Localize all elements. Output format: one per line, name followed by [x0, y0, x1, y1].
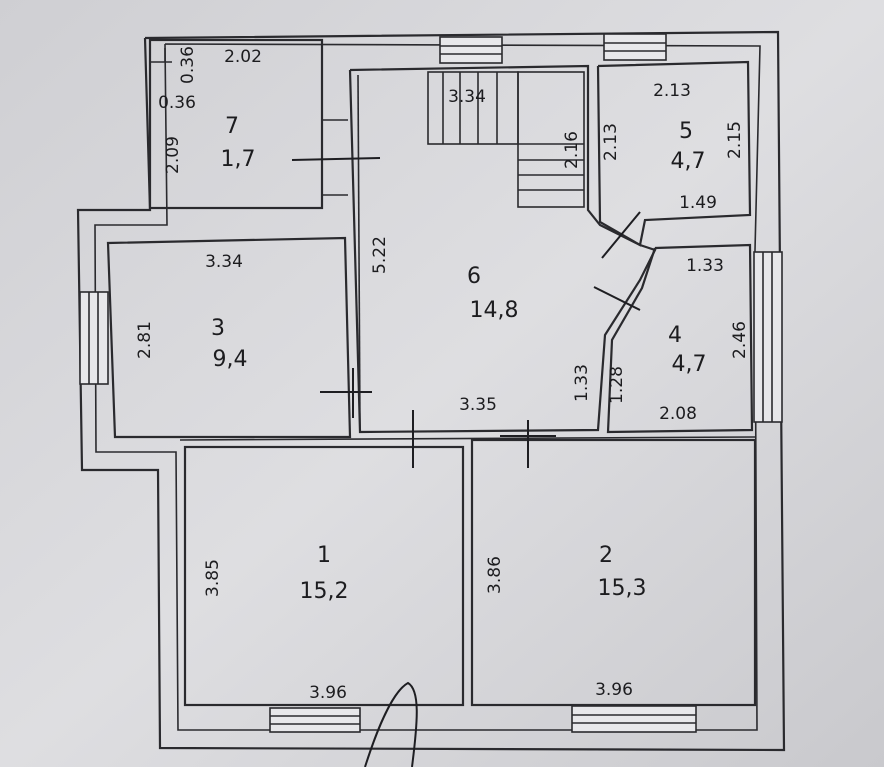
room-5-walls — [596, 60, 752, 247]
room-7-small-dim-a: 0.36 — [158, 93, 196, 113]
room-1-width-dim: 3.96 — [309, 683, 347, 703]
room-1-area: 15,2 — [300, 579, 349, 604]
pen-tip — [364, 681, 418, 767]
room-4-left-dim: 1.28 — [607, 366, 627, 404]
room-4-right-dim: 2.46 — [730, 321, 750, 359]
room-3-height-dim: 2.81 — [135, 321, 155, 359]
room-5-top-dim: 2.13 — [653, 81, 691, 101]
room-4-top-dim: 1.33 — [686, 256, 724, 276]
room-4-number: 4 — [668, 323, 682, 348]
windows — [79, 33, 783, 733]
room-5-bottom-dim: 1.49 — [679, 193, 717, 213]
room-7-area: 1,7 — [221, 147, 256, 172]
room-7-top-dim: 2.02 — [224, 47, 262, 67]
stair-height-dim: 2.16 — [562, 131, 582, 169]
room-6-area: 14,8 — [470, 298, 519, 323]
window-top-left — [439, 36, 503, 64]
room-6-left-dim: 5.22 — [370, 236, 390, 274]
room-2-width-dim: 3.96 — [595, 680, 633, 700]
room-2-walls — [470, 438, 757, 707]
room-7-walls — [148, 38, 348, 210]
room-5-number: 5 — [679, 119, 693, 144]
room-6-right-lower-dim: 1.33 — [572, 364, 592, 402]
room-1-height-dim: 3.85 — [203, 559, 223, 597]
room-5-right-dim: 2.15 — [725, 121, 745, 159]
room-2-height-dim: 3.86 — [485, 556, 505, 594]
room-6-number: 6 — [467, 264, 481, 289]
room-3-number: 3 — [211, 316, 225, 341]
room-7-left-dim: 2.09 — [163, 136, 183, 174]
room-7-number: 7 — [225, 114, 239, 139]
stair-width-dim: 3.34 — [448, 87, 486, 107]
room-3-walls — [106, 236, 352, 439]
room-4-area: 4,7 — [672, 352, 707, 377]
window-top-right — [603, 33, 667, 61]
door-markers — [291, 157, 641, 468]
room-7-small-dim-b: 0.36 — [178, 46, 198, 84]
staircase — [427, 71, 585, 208]
room-2-number: 2 — [599, 543, 613, 568]
room-2-area: 15,3 — [598, 576, 647, 601]
window-left — [79, 291, 109, 385]
room-6-bottom-dim: 3.35 — [459, 395, 497, 415]
partition-wall — [179, 436, 756, 441]
window-bottom-left — [269, 707, 361, 733]
room-1-number: 1 — [317, 543, 331, 568]
window-right — [753, 251, 783, 423]
room-4-walls — [606, 243, 754, 434]
room-4-bottom-dim: 2.08 — [659, 404, 697, 424]
room-3-width-dim: 3.34 — [205, 252, 243, 272]
room-5-left-dim: 2.13 — [601, 123, 621, 161]
room-1-walls — [183, 445, 465, 707]
room-5-area: 4,7 — [671, 149, 706, 174]
window-bottom-right — [571, 705, 697, 733]
room-3-area: 9,4 — [213, 347, 248, 372]
